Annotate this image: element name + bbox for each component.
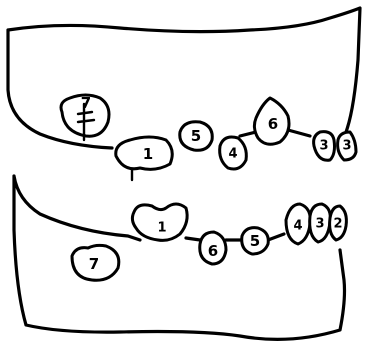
lower-tooth-5: 5 (242, 228, 269, 254)
upper-tooth-5-label: 5 (191, 127, 201, 145)
lower-tooth-4-label: 4 (293, 219, 302, 234)
lower-tooth-3: 3 (310, 204, 331, 242)
upper-tooth-3a-label: 3 (319, 139, 328, 154)
lower-tooth-3-label: 3 (315, 217, 324, 232)
lower-tooth-7-label: 7 (89, 255, 99, 273)
upper-tooth-1-label: 1 (143, 145, 153, 163)
lower-tooth-1-label: 1 (157, 221, 166, 236)
lower-tooth-5-label: 5 (250, 232, 260, 250)
upper-tooth-7: 7 (61, 94, 109, 140)
upper-tooth-4: 4 (220, 137, 247, 169)
upper-tooth-4-label: 4 (228, 147, 237, 162)
lower-tooth-1: 1 (132, 204, 187, 240)
upper-tooth-7-label: 7 (81, 94, 91, 112)
lower-tooth-7: 7 (72, 245, 119, 280)
upper-tooth-3a: 3 (314, 132, 335, 161)
lower-jaw-outline (14, 176, 345, 339)
lower-tooth-6: 6 (200, 232, 226, 264)
lower-tooth-4: 4 (286, 204, 310, 244)
upper-tooth-3b: 3 (338, 132, 356, 160)
lower-tooth-2-label: 2 (333, 217, 342, 232)
upper-tooth-3b-label: 3 (342, 139, 351, 154)
upper-tooth-1: 1 (116, 137, 172, 180)
upper-tooth-6: 6 (254, 98, 289, 144)
upper-tooth-5: 5 (180, 122, 212, 151)
lower-tooth-2: 2 (330, 206, 347, 240)
upper-tooth-6-label: 6 (268, 115, 278, 133)
lower-tooth-6-label: 6 (208, 242, 218, 260)
